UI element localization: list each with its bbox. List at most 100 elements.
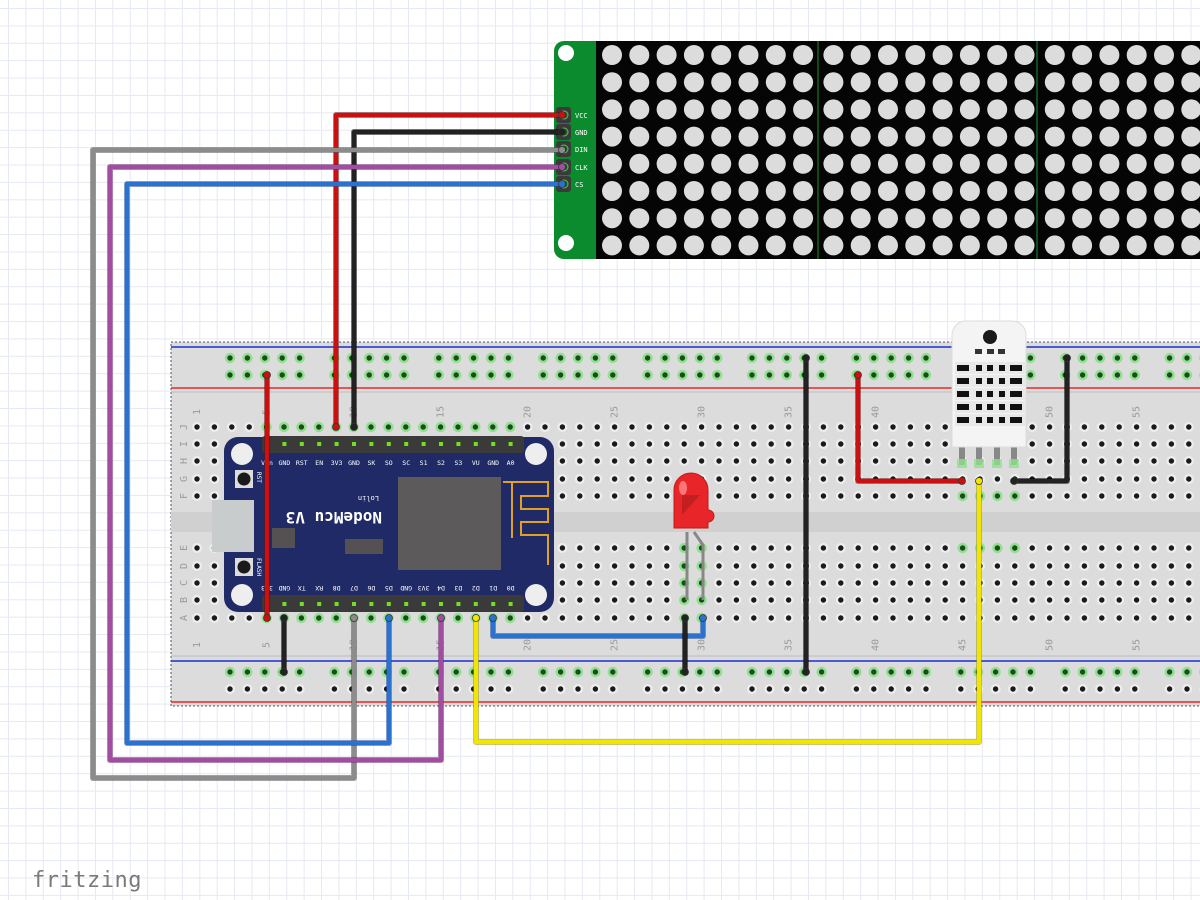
breadboard-hole[interactable] [818, 439, 829, 449]
breadboard-hole[interactable] [609, 456, 620, 466]
breadboard-hole[interactable] [731, 595, 742, 605]
breadboard-hole[interactable] [818, 474, 829, 484]
breadboard-hole[interactable] [433, 369, 444, 381]
breadboard-hole[interactable] [677, 352, 688, 364]
breadboard-hole[interactable] [244, 613, 255, 623]
breadboard-hole[interactable] [209, 595, 220, 605]
breadboard-hole[interactable] [452, 421, 464, 433]
breadboard-hole[interactable] [714, 613, 724, 623]
breadboard-hole[interactable] [192, 543, 202, 553]
breadboard-hole[interactable] [365, 612, 377, 624]
breadboard-hole[interactable] [1183, 595, 1194, 605]
breadboard-hole[interactable] [870, 456, 881, 466]
breadboard-hole[interactable] [381, 369, 392, 381]
breadboard-hole[interactable] [572, 666, 584, 678]
breadboard-hole[interactable] [922, 595, 933, 605]
breadboard-hole[interactable] [557, 595, 568, 605]
wire-end[interactable] [681, 614, 689, 622]
wires[interactable] [90, 111, 1071, 781]
breadboard-hole[interactable] [644, 422, 655, 432]
wire-vcc[interactable] [332, 111, 566, 431]
wire-end[interactable] [263, 614, 271, 622]
wire-end[interactable] [958, 477, 966, 485]
breadboard-hole[interactable] [224, 369, 236, 381]
breadboard-hole[interactable] [224, 352, 236, 364]
breadboard-hole[interactable] [905, 595, 916, 605]
breadboard-hole[interactable] [992, 578, 1003, 588]
breadboard-hole[interactable] [242, 684, 253, 694]
breadboard-hole[interactable] [1183, 422, 1194, 432]
breadboard-hole[interactable] [1027, 422, 1038, 432]
breadboard-hole[interactable] [886, 666, 897, 678]
breadboard-hole[interactable] [1077, 352, 1088, 364]
breadboard-hole[interactable] [485, 352, 497, 364]
bottom-pin-d1[interactable] [491, 602, 496, 606]
breadboard-hole[interactable] [940, 439, 951, 449]
breadboard-hole[interactable] [696, 439, 707, 449]
wire-rail-ground[interactable] [280, 614, 288, 676]
breadboard-hole[interactable] [853, 561, 864, 571]
breadboard-hole[interactable] [627, 578, 637, 588]
top-pin-gnd[interactable] [352, 442, 356, 446]
breadboard-hole[interactable] [383, 421, 394, 433]
breadboard-hole[interactable] [1044, 543, 1055, 553]
breadboard-hole[interactable] [607, 666, 618, 678]
breadboard-hole[interactable] [1025, 352, 1036, 364]
breadboard-hole[interactable] [748, 422, 759, 432]
breadboard-hole[interactable] [957, 613, 968, 623]
wire-end[interactable] [1010, 477, 1018, 485]
breadboard-hole[interactable] [522, 422, 533, 432]
wire-led[interactable] [489, 614, 707, 639]
breadboard-hole[interactable] [661, 456, 672, 466]
breadboard-hole[interactable] [746, 352, 758, 364]
breadboard-hole[interactable] [955, 684, 966, 694]
breadboard-hole[interactable] [694, 666, 705, 678]
breadboard-hole[interactable] [572, 369, 584, 381]
breadboard-hole[interactable] [748, 595, 759, 605]
top-pin-vu[interactable] [473, 442, 478, 446]
wire-end[interactable] [472, 614, 480, 622]
breadboard-hole[interactable] [661, 439, 672, 449]
breadboard-hole[interactable] [522, 613, 533, 623]
breadboard-hole[interactable] [540, 613, 550, 623]
breadboard-hole[interactable] [242, 666, 253, 678]
breadboard-hole[interactable] [888, 595, 898, 605]
breadboard-hole[interactable] [192, 595, 202, 605]
breadboard-hole[interactable] [955, 666, 966, 678]
breadboard-hole[interactable] [1131, 474, 1142, 484]
breadboard-hole[interactable] [835, 474, 846, 484]
breadboard-hole[interactable] [748, 613, 759, 623]
breadboard-hole[interactable] [853, 491, 864, 501]
breadboard-hole[interactable] [714, 474, 724, 484]
breadboard-hole[interactable] [644, 578, 655, 588]
breadboard-hole[interactable] [766, 474, 777, 484]
breadboard-hole[interactable] [555, 352, 566, 364]
breadboard-hole[interactable] [627, 595, 637, 605]
breadboard-hole[interactable] [714, 578, 724, 588]
breadboard-hole[interactable] [748, 456, 759, 466]
bottom-pin-d0[interactable] [508, 602, 513, 606]
breadboard-hole[interactable] [1183, 439, 1194, 449]
breadboard-hole[interactable] [1164, 369, 1175, 381]
breadboard-hole[interactable] [557, 561, 568, 571]
breadboard-hole[interactable] [1096, 439, 1107, 449]
bottom-pin-d6[interactable] [369, 602, 374, 606]
breadboard-hole[interactable] [1183, 613, 1194, 623]
breadboard-hole[interactable] [192, 456, 202, 466]
breadboard-hole[interactable] [400, 421, 411, 433]
breadboard-hole[interactable] [712, 369, 723, 381]
breadboard-hole[interactable] [1149, 422, 1159, 432]
breadboard-hole[interactable] [503, 369, 514, 381]
breadboard-hole[interactable] [660, 684, 670, 694]
breadboard-hole[interactable] [714, 543, 724, 553]
breadboard-hole[interactable] [1131, 456, 1142, 466]
breadboard-hole[interactable] [1114, 543, 1125, 553]
breadboard-hole[interactable] [365, 421, 377, 433]
breadboard-hole[interactable] [818, 543, 829, 553]
breadboard-hole[interactable] [903, 684, 914, 694]
bottom-pin-rx[interactable] [317, 602, 322, 606]
breadboard-hole[interactable] [1166, 439, 1177, 449]
breadboard-hole[interactable] [470, 421, 481, 433]
breadboard-hole[interactable] [259, 666, 270, 678]
breadboard-hole[interactable] [398, 369, 410, 381]
